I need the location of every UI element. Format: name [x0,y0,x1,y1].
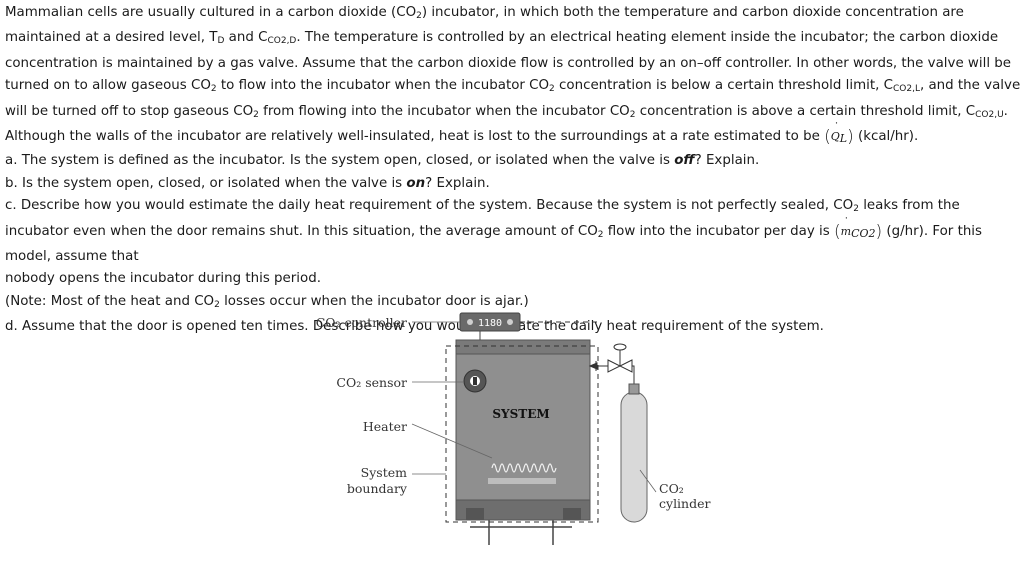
heater-plate [488,478,556,484]
controller-display: 1180 [478,318,502,329]
gas-line [588,361,635,388]
heater-coil [491,463,557,473]
co2-sensor-mark [473,377,477,385]
incubator-foot-left [466,508,484,520]
incubator-top-band [455,339,591,355]
leader-lines [411,321,657,493]
incubator-foot-right [563,508,581,520]
question-c-continued: nobody opens the incubator during this p… [5,271,321,287]
incubator-base [455,499,591,521]
heat-loss-symbol: (QL) [824,117,854,147]
system-boundary [445,345,599,523]
intro-paragraph: Mammalian cells are usually cultured in … [5,2,1021,150]
problem-text: Mammalian cells are usually cultured in … [5,2,1021,339]
co2-flow-symbol: (mCO2) [834,211,882,241]
controller-knob-right [507,319,513,325]
question-d: d. Assume that the door is opened ten ti… [5,319,824,335]
controller-knob-left [467,319,473,325]
co2-cylinder-valve [628,383,640,395]
question-a: a. The system is defined as the incubato… [5,153,760,169]
label-co2-sensor: CO₂ sensor [336,375,407,390]
label-system-boundary-line2: boundary [347,481,408,496]
label-system-boundary-line1: System [361,465,407,480]
label-system: SYSTEM [492,407,549,421]
label-co2-cylinder-line2: cylinder [659,496,711,511]
question-b: b. Is the system open, closed, or isolat… [5,175,490,191]
note: (Note: Most of the heat and CO2 losses o… [5,293,529,310]
label-co2-controller: CO₂ controller [316,315,407,330]
question-c: c. Describe how you would estimate the d… [5,195,1021,268]
label-co2-cylinder-line1: CO₂ [659,481,684,496]
gas-valve [607,343,633,373]
co2-cylinder [620,391,648,523]
label-heater: Heater [363,419,407,434]
incubator-legs [470,520,572,545]
